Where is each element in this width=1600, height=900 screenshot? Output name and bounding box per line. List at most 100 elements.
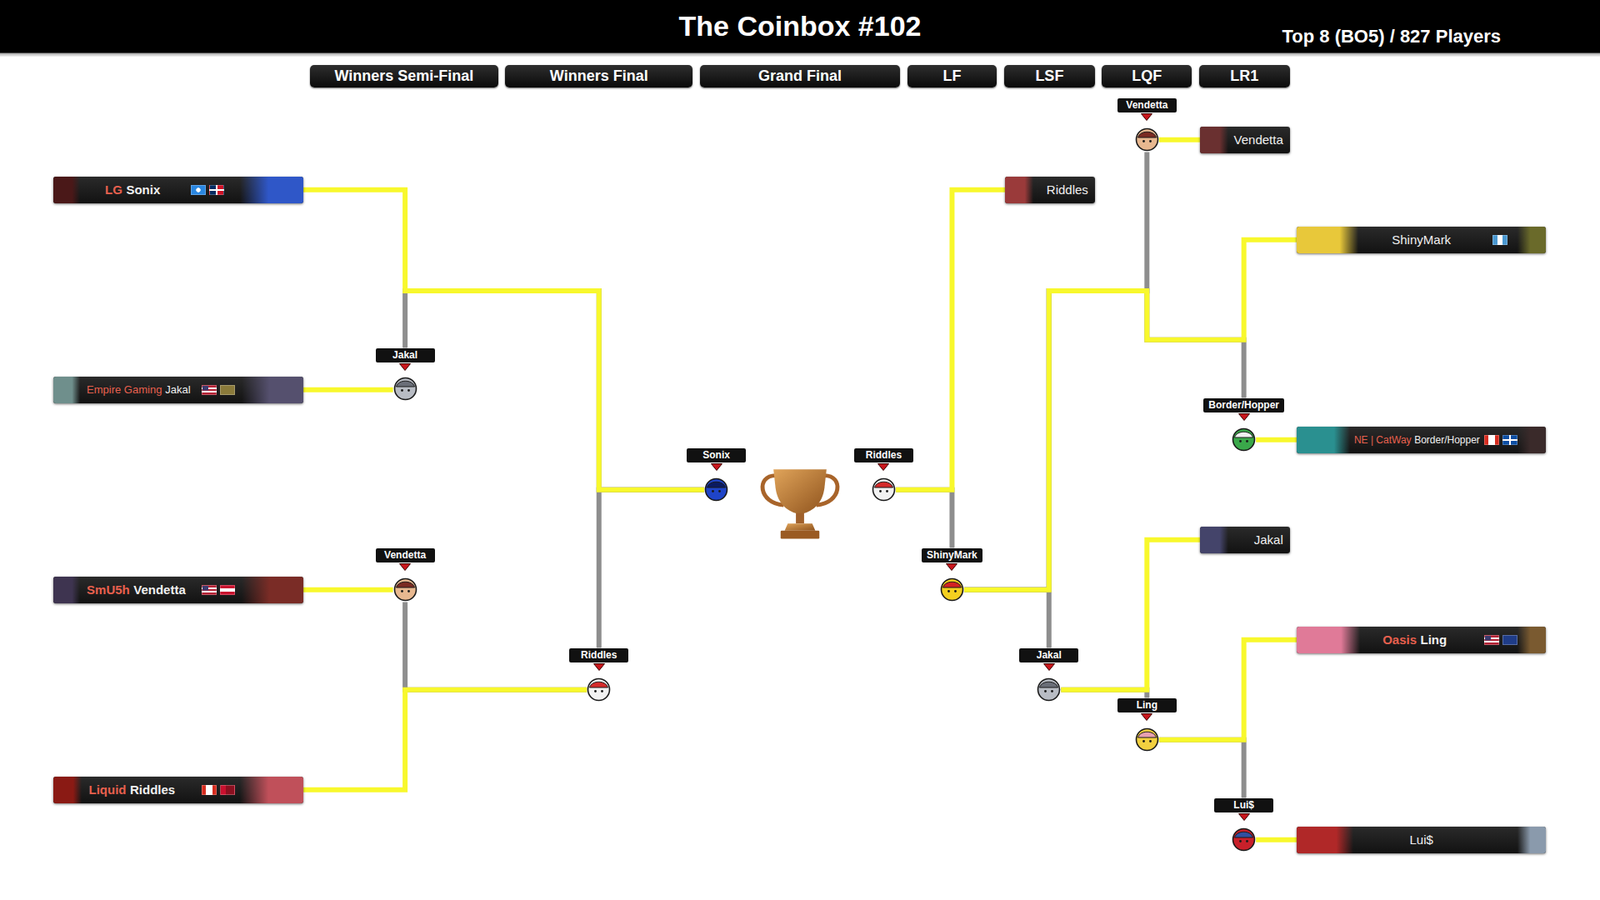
team-tag: Empire Gaming — [86, 383, 162, 396]
player-portrait — [1200, 526, 1229, 554]
round-header: LF — [907, 65, 998, 88]
match-marker: Vendetta — [375, 548, 435, 603]
character-icon — [704, 477, 729, 502]
player-name: Riddles — [1046, 182, 1089, 197]
icon-face — [705, 479, 728, 501]
character-icon — [871, 477, 896, 502]
country-flag — [220, 385, 235, 395]
icon-detail — [395, 380, 415, 387]
team-tag: LG — [105, 182, 123, 197]
match-marker: Riddles — [569, 648, 629, 703]
player-name: Lui$ — [1410, 832, 1434, 847]
winner-tag: Lui$ — [1214, 798, 1274, 813]
icon-eye — [711, 490, 715, 493]
winner-name: Vendetta — [1125, 99, 1168, 111]
character-icon — [393, 577, 418, 602]
icon-eye — [1239, 840, 1242, 843]
loser-path — [405, 290, 705, 490]
name-holder: ShinyMark — [1296, 226, 1546, 254]
country-flag — [1502, 435, 1518, 445]
player-name: Jakal — [165, 383, 190, 396]
winner-tag: Sonix — [686, 448, 746, 463]
player-name: Vendetta — [1234, 132, 1284, 147]
icon-eye — [947, 590, 950, 593]
round-title: LF — [942, 67, 961, 85]
pointer-triangle — [399, 563, 411, 571]
flag-group — [1492, 235, 1508, 245]
round-title: LR1 — [1230, 67, 1259, 85]
player-box: Empire GamingJakal — [53, 376, 304, 404]
icon-eye — [1142, 740, 1145, 743]
trophy-base — [785, 523, 816, 531]
team-tag: Liquid — [89, 782, 127, 797]
match-marker: Lui$ — [1214, 798, 1274, 853]
player-box: LiquidRiddles — [53, 776, 304, 804]
team-tag: NE | CatWay — [1354, 434, 1412, 446]
pointer-triangle-shape — [400, 563, 411, 570]
player-box: Vendetta — [1200, 126, 1290, 154]
player-portrait — [1296, 826, 1353, 854]
match-marker: Border/Hopper — [1203, 398, 1285, 453]
country-flag — [220, 585, 235, 595]
character-icon — [393, 376, 418, 401]
icon-eye — [1245, 440, 1249, 443]
country-flag — [1502, 635, 1518, 645]
pointer-triangle-shape — [878, 463, 890, 470]
character-art — [241, 376, 303, 404]
player-portrait — [53, 376, 80, 404]
icon-detail — [1137, 732, 1156, 739]
round-header: LR1 — [1199, 65, 1290, 88]
trophy-stem — [795, 513, 805, 524]
player-portrait — [53, 776, 82, 804]
icon-detail — [1040, 682, 1059, 689]
flag-group — [201, 785, 235, 795]
character-art — [1517, 826, 1546, 854]
country-flag — [220, 785, 235, 795]
pointer-triangle — [710, 463, 723, 471]
title-bar-shadow — [0, 53, 1600, 58]
winner-name: Border/Hopper — [1208, 399, 1280, 411]
icon-eye — [600, 690, 604, 693]
icon-face — [1135, 129, 1158, 151]
subtitle-label: Top 8 (BO5) / 827 Players — [1282, 25, 1501, 47]
pointer-triangle — [1043, 663, 1055, 671]
character-art — [1517, 626, 1546, 654]
trophy-cup — [773, 469, 827, 515]
icon-eye — [400, 389, 404, 392]
winner-path — [1060, 540, 1200, 690]
loser-path — [964, 151, 1147, 590]
winner-name: Lui$ — [1233, 799, 1255, 811]
winner-tag: Border/Hopper — [1203, 398, 1285, 413]
player-box: OasisLing — [1296, 626, 1546, 654]
name-holder: Vendetta — [1234, 126, 1284, 154]
match-marker: Sonix — [686, 448, 746, 503]
round-header: Winners Semi-Final — [310, 65, 498, 88]
pointer-triangle — [945, 563, 958, 571]
character-icon — [1231, 427, 1256, 452]
icon-face — [1038, 679, 1060, 701]
flag-group — [1484, 635, 1518, 645]
round-title: Winners Final — [550, 67, 649, 85]
pointer-triangle-shape — [710, 463, 722, 470]
pointer-triangle — [1140, 713, 1153, 721]
player-box: NE | CatWayBorder/Hopper — [1296, 426, 1546, 454]
name-holder: Empire GamingJakal — [86, 376, 191, 404]
winner-tag: Ling — [1117, 698, 1177, 713]
flag-group — [201, 385, 235, 395]
icon-face — [394, 378, 416, 400]
icon-eye — [1245, 840, 1249, 843]
winner-tag: Vendetta — [375, 548, 435, 563]
round-header: LSF — [1004, 65, 1095, 88]
pointer-triangle — [1140, 113, 1153, 121]
icon-detail — [1235, 432, 1254, 439]
match-marker: Riddles — [854, 448, 914, 503]
pointer-triangle-shape — [1043, 663, 1055, 670]
winner-path — [895, 190, 1005, 490]
icon-eye — [1149, 140, 1152, 143]
character-icon — [1135, 127, 1160, 152]
winner-name: Riddles — [865, 449, 902, 461]
icon-eye — [885, 490, 889, 493]
page-title: The Coinbox #102 — [679, 10, 922, 43]
player-portrait — [1200, 126, 1229, 154]
